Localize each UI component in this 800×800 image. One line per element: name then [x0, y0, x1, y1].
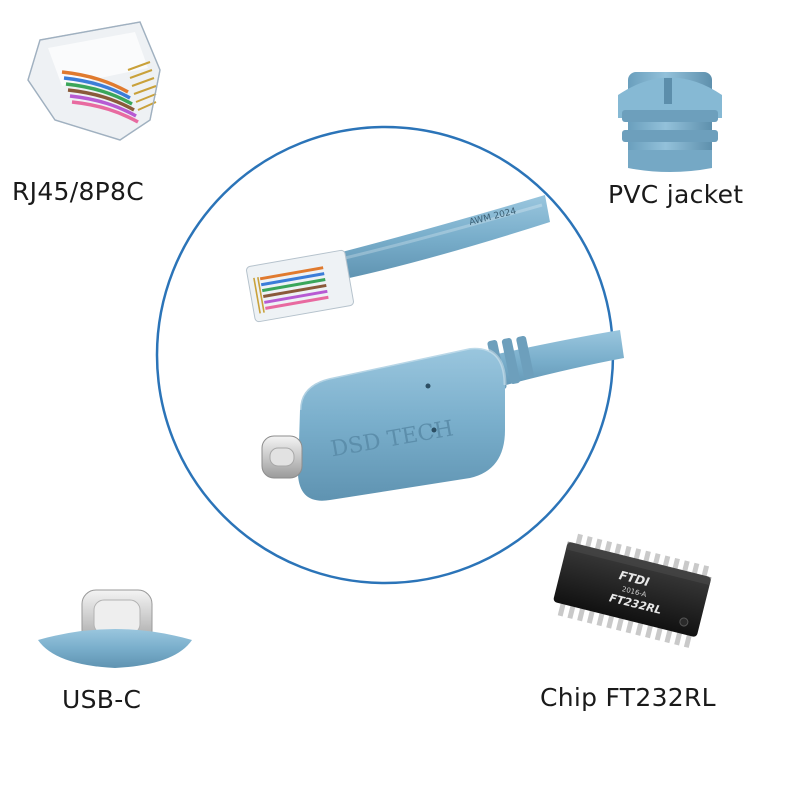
usbc-connector-image: [38, 589, 192, 668]
pvc-jacket-image: [618, 72, 722, 172]
cable-assembly-image: AWM 2024 DSD TECH: [246, 195, 624, 501]
pvc-jacket-label: PVC jacket: [608, 180, 744, 209]
rj45-label: RJ45/8P8C: [12, 177, 145, 206]
ft232rl-chip-image: FTDI 2016-A FT232RL: [553, 533, 712, 648]
rj45-connector-image: [27, 21, 161, 141]
chip-label: Chip FT232RL: [540, 683, 716, 712]
usbc-label: USB-C: [62, 685, 142, 714]
